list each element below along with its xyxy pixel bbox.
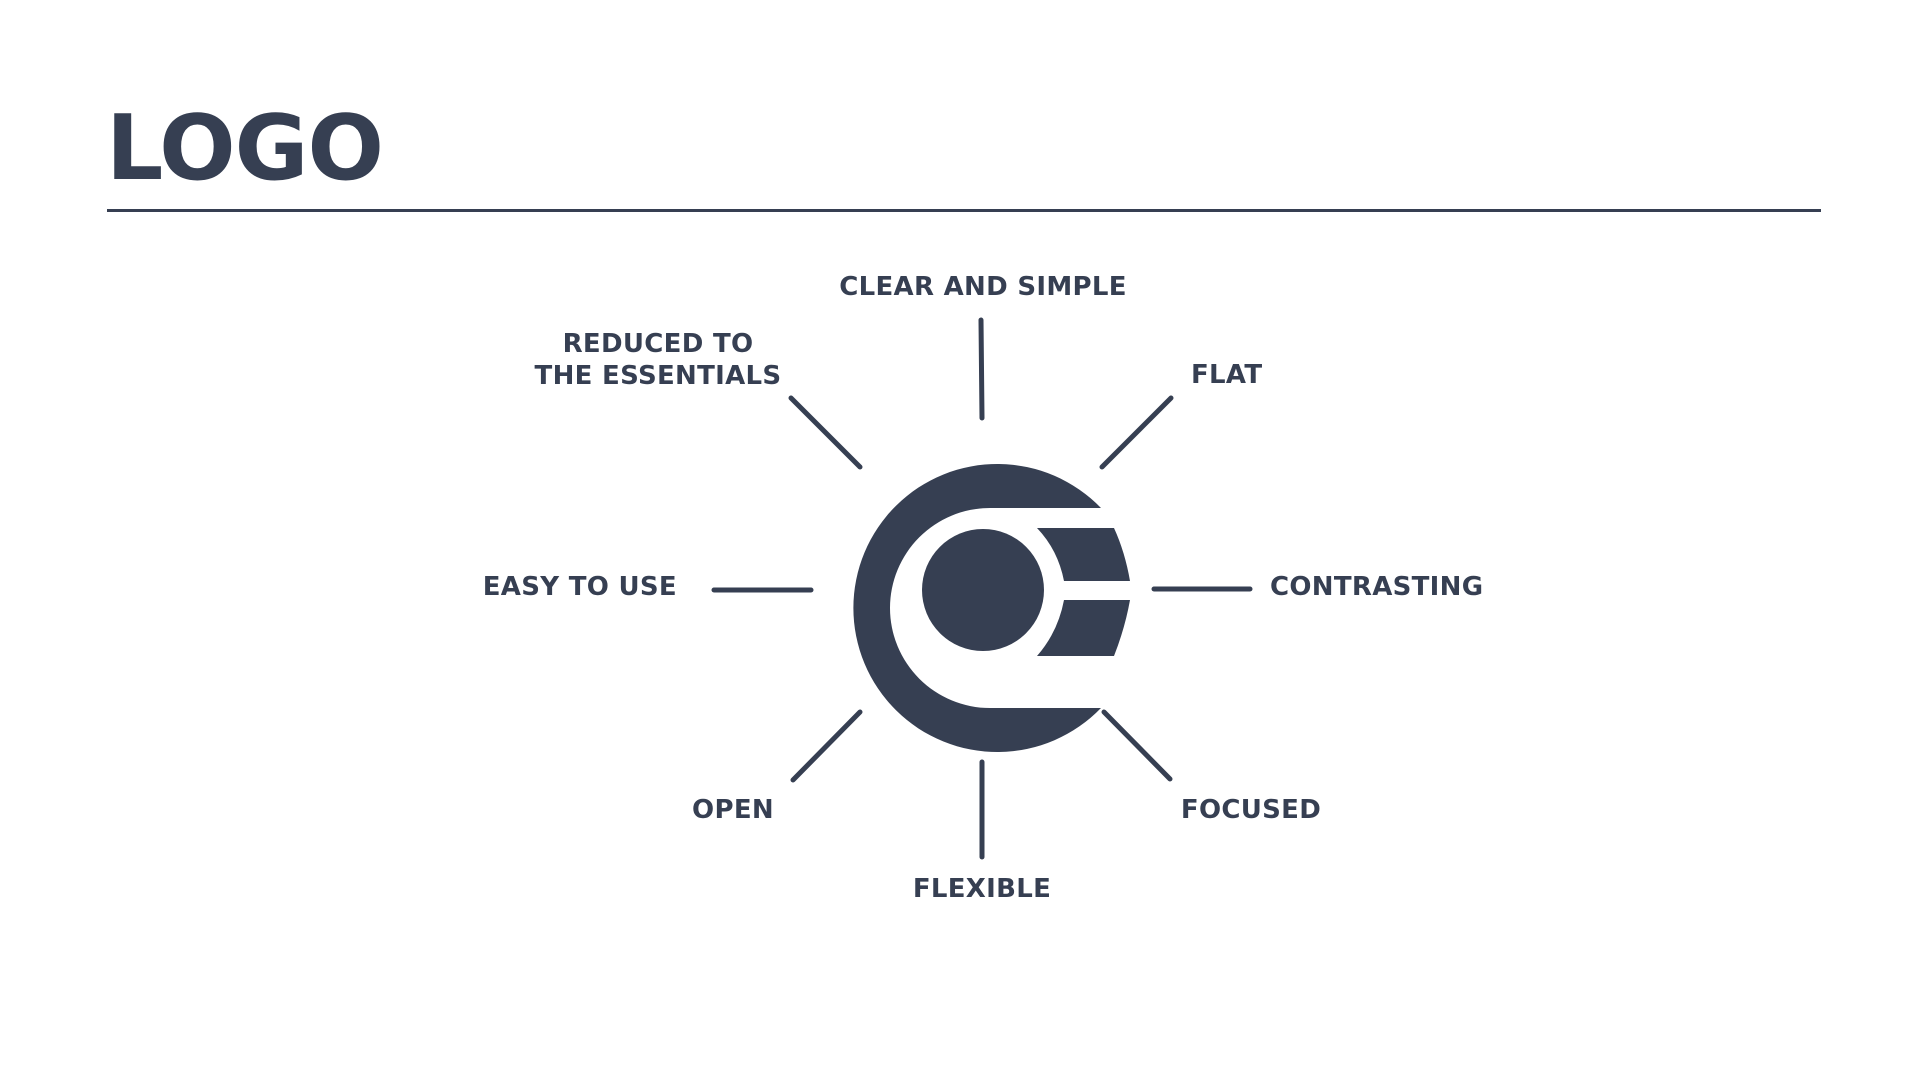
- label-flexible: FLEXIBLE: [912, 874, 1052, 904]
- label-clear-and-simple: CLEAR AND SIMPLE: [839, 272, 1127, 302]
- label-flat: FLAT: [1191, 360, 1263, 390]
- spoke-top: [978, 317, 985, 421]
- label-reduced-to-essentials: REDUCED TO THE ESSENTIALS: [534, 329, 782, 391]
- label-open: OPEN: [692, 795, 774, 825]
- label-focused: FOCUSED: [1180, 795, 1322, 825]
- label-easy-to-use: EASY TO USE: [482, 572, 677, 602]
- spoke-top-right: [1099, 395, 1174, 470]
- spoke-bottom-left: [790, 709, 863, 783]
- title-divider: [107, 209, 1821, 212]
- label-contrasting: CONTRASTING: [1270, 572, 1484, 602]
- logo-c-mark-icon: [853, 464, 1130, 753]
- spoke-bottom-right: [1101, 709, 1173, 782]
- spoke-top-left: [788, 395, 863, 470]
- page-title: LOGO: [106, 96, 384, 201]
